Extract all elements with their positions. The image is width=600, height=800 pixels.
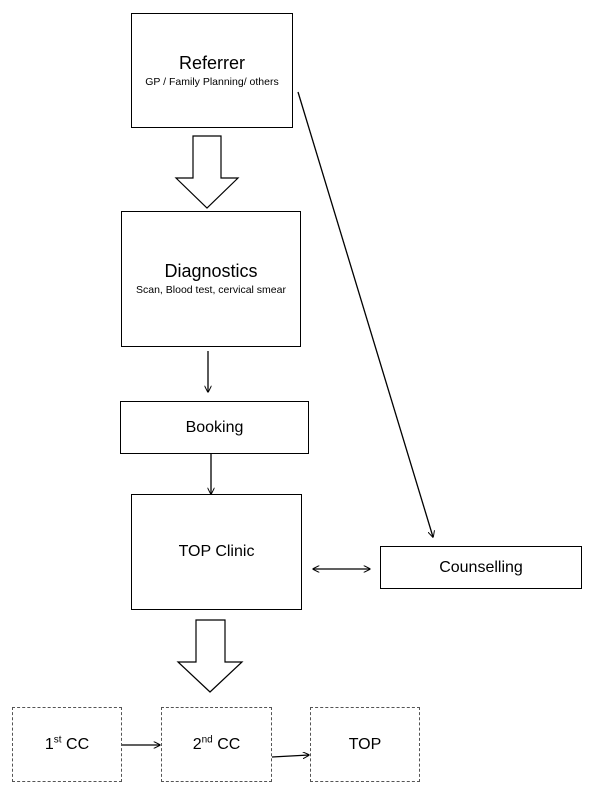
- first-cc-node: 1st CC: [12, 707, 122, 782]
- block-arrow-referrer-to-diagnostics: [174, 135, 240, 209]
- second-cc-suffix: nd: [201, 734, 213, 746]
- first-cc-suffix: st: [53, 734, 62, 746]
- counselling-node: Counselling: [380, 546, 582, 589]
- second-cc-text: CC: [217, 735, 241, 753]
- block-arrow-top-clinic-to-cc: [176, 619, 244, 693]
- booking-title: Booking: [185, 418, 244, 436]
- booking-node: Booking: [120, 401, 309, 454]
- second-cc-label: 2nd CC: [192, 734, 241, 754]
- referrer-node: Referrer GP / Family Planning/ others: [131, 13, 293, 128]
- diagnostics-subtitle: Scan, Blood test, cervical smear: [136, 284, 286, 296]
- first-cc-label: 1st CC: [44, 734, 90, 754]
- second-cc-node: 2nd CC: [161, 707, 272, 782]
- top-clinic-title: TOP Clinic: [178, 543, 255, 560]
- referrer-subtitle: GP / Family Planning/ others: [145, 75, 279, 88]
- first-cc-ordinal: 1: [44, 735, 54, 753]
- second-cc-ordinal: 2: [192, 735, 202, 753]
- referrer-title: Referrer: [178, 52, 245, 73]
- diagnostics-title: Diagnostics: [164, 261, 258, 281]
- top-node: TOP: [310, 707, 420, 782]
- arrow-referrer-to-counselling: [297, 91, 433, 537]
- counselling-title: Counselling: [439, 558, 523, 576]
- diagnostics-node: Diagnostics Scan, Blood test, cervical s…: [121, 211, 301, 347]
- arrow-second-cc-to-top: [271, 755, 309, 757]
- top-title: TOP: [348, 735, 382, 753]
- first-cc-text: CC: [66, 735, 90, 753]
- top-clinic-node: TOP Clinic: [131, 494, 302, 610]
